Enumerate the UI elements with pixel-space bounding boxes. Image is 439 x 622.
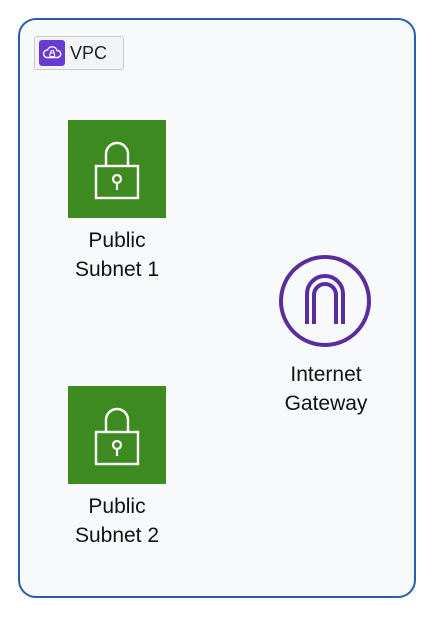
vpc-boundary[interactable] <box>18 18 416 598</box>
public-subnet-2-label: Public Subnet 2 <box>74 495 160 547</box>
internet-gateway-label: Internet Gateway <box>284 363 368 415</box>
vpc-cloud-lock-icon <box>39 40 65 66</box>
vpc-tag[interactable]: VPC <box>34 36 124 70</box>
internet-gateway-arch-icon <box>279 255 371 347</box>
public-subnet-2-node[interactable] <box>68 386 166 484</box>
padlock-icon <box>94 407 140 466</box>
vpc-label: VPC <box>70 42 108 63</box>
public-subnet-1-label: Public Subnet 1 <box>74 229 160 281</box>
padlock-icon <box>94 141 140 200</box>
internet-gateway-node[interactable] <box>278 254 372 353</box>
public-subnet-1-node[interactable] <box>68 120 166 218</box>
